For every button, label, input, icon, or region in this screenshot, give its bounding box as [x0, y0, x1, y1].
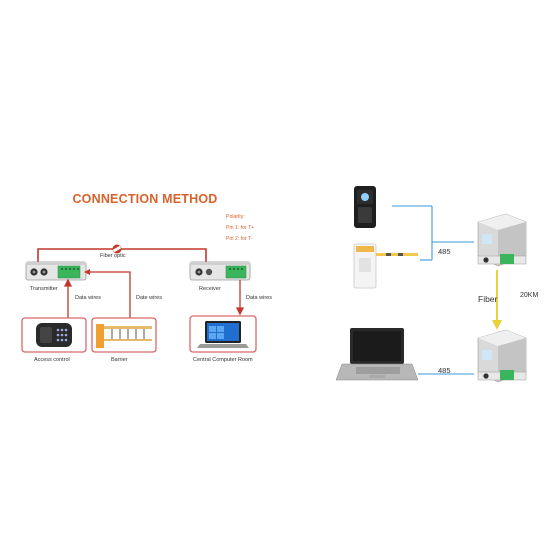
fiber-optic-label: Fiber optic [100, 253, 126, 259]
polarity-pin1: Pin 1: for T+ [226, 225, 255, 231]
rs485-bus-top [392, 205, 474, 261]
data-wire-barrier [88, 271, 131, 318]
receiver-label: Receiver [199, 286, 221, 292]
data-wire-central-room [235, 280, 245, 316]
central-room-label: Central Computer Room [193, 357, 253, 363]
converter-top [477, 213, 527, 267]
barrier-arrow-head [84, 269, 90, 275]
fiber-optic-line [37, 248, 207, 262]
data-wires-label-2: Date wires [136, 295, 162, 301]
laptop-icon [197, 321, 249, 348]
fiber-label: Fiber [478, 294, 498, 304]
diagram-title: CONNECTION METHOD [72, 192, 218, 206]
bus-485-label-top: 485 [438, 247, 451, 256]
polarity-pin2: Pin 2: for T- [226, 236, 253, 242]
face-reader-icon [354, 186, 376, 228]
transmitter-label: Transmitter [30, 286, 58, 292]
barrier-label: Barrier [111, 357, 128, 363]
barrier-gate-icon-right [353, 243, 418, 289]
laptop-icon-right [335, 328, 419, 381]
transmitter-device [25, 261, 87, 281]
barrier-gate-icon [96, 324, 152, 348]
receiver-device [189, 261, 251, 281]
access-control-label: Access control [34, 357, 70, 363]
fiber-cable-icon [112, 244, 122, 254]
data-wires-label-3: Data wires [246, 295, 272, 301]
fiber-arrow [492, 270, 502, 330]
distance-label: 20KM [520, 292, 539, 299]
bus-485-label-bottom: 485 [438, 366, 451, 375]
access-control-keypad-icon [36, 323, 72, 347]
polarity-heading: Polarity: [226, 214, 245, 220]
data-wire-access-control [63, 278, 73, 318]
converter-bottom [477, 329, 527, 383]
data-wires-label-1: Data wires [75, 295, 101, 301]
